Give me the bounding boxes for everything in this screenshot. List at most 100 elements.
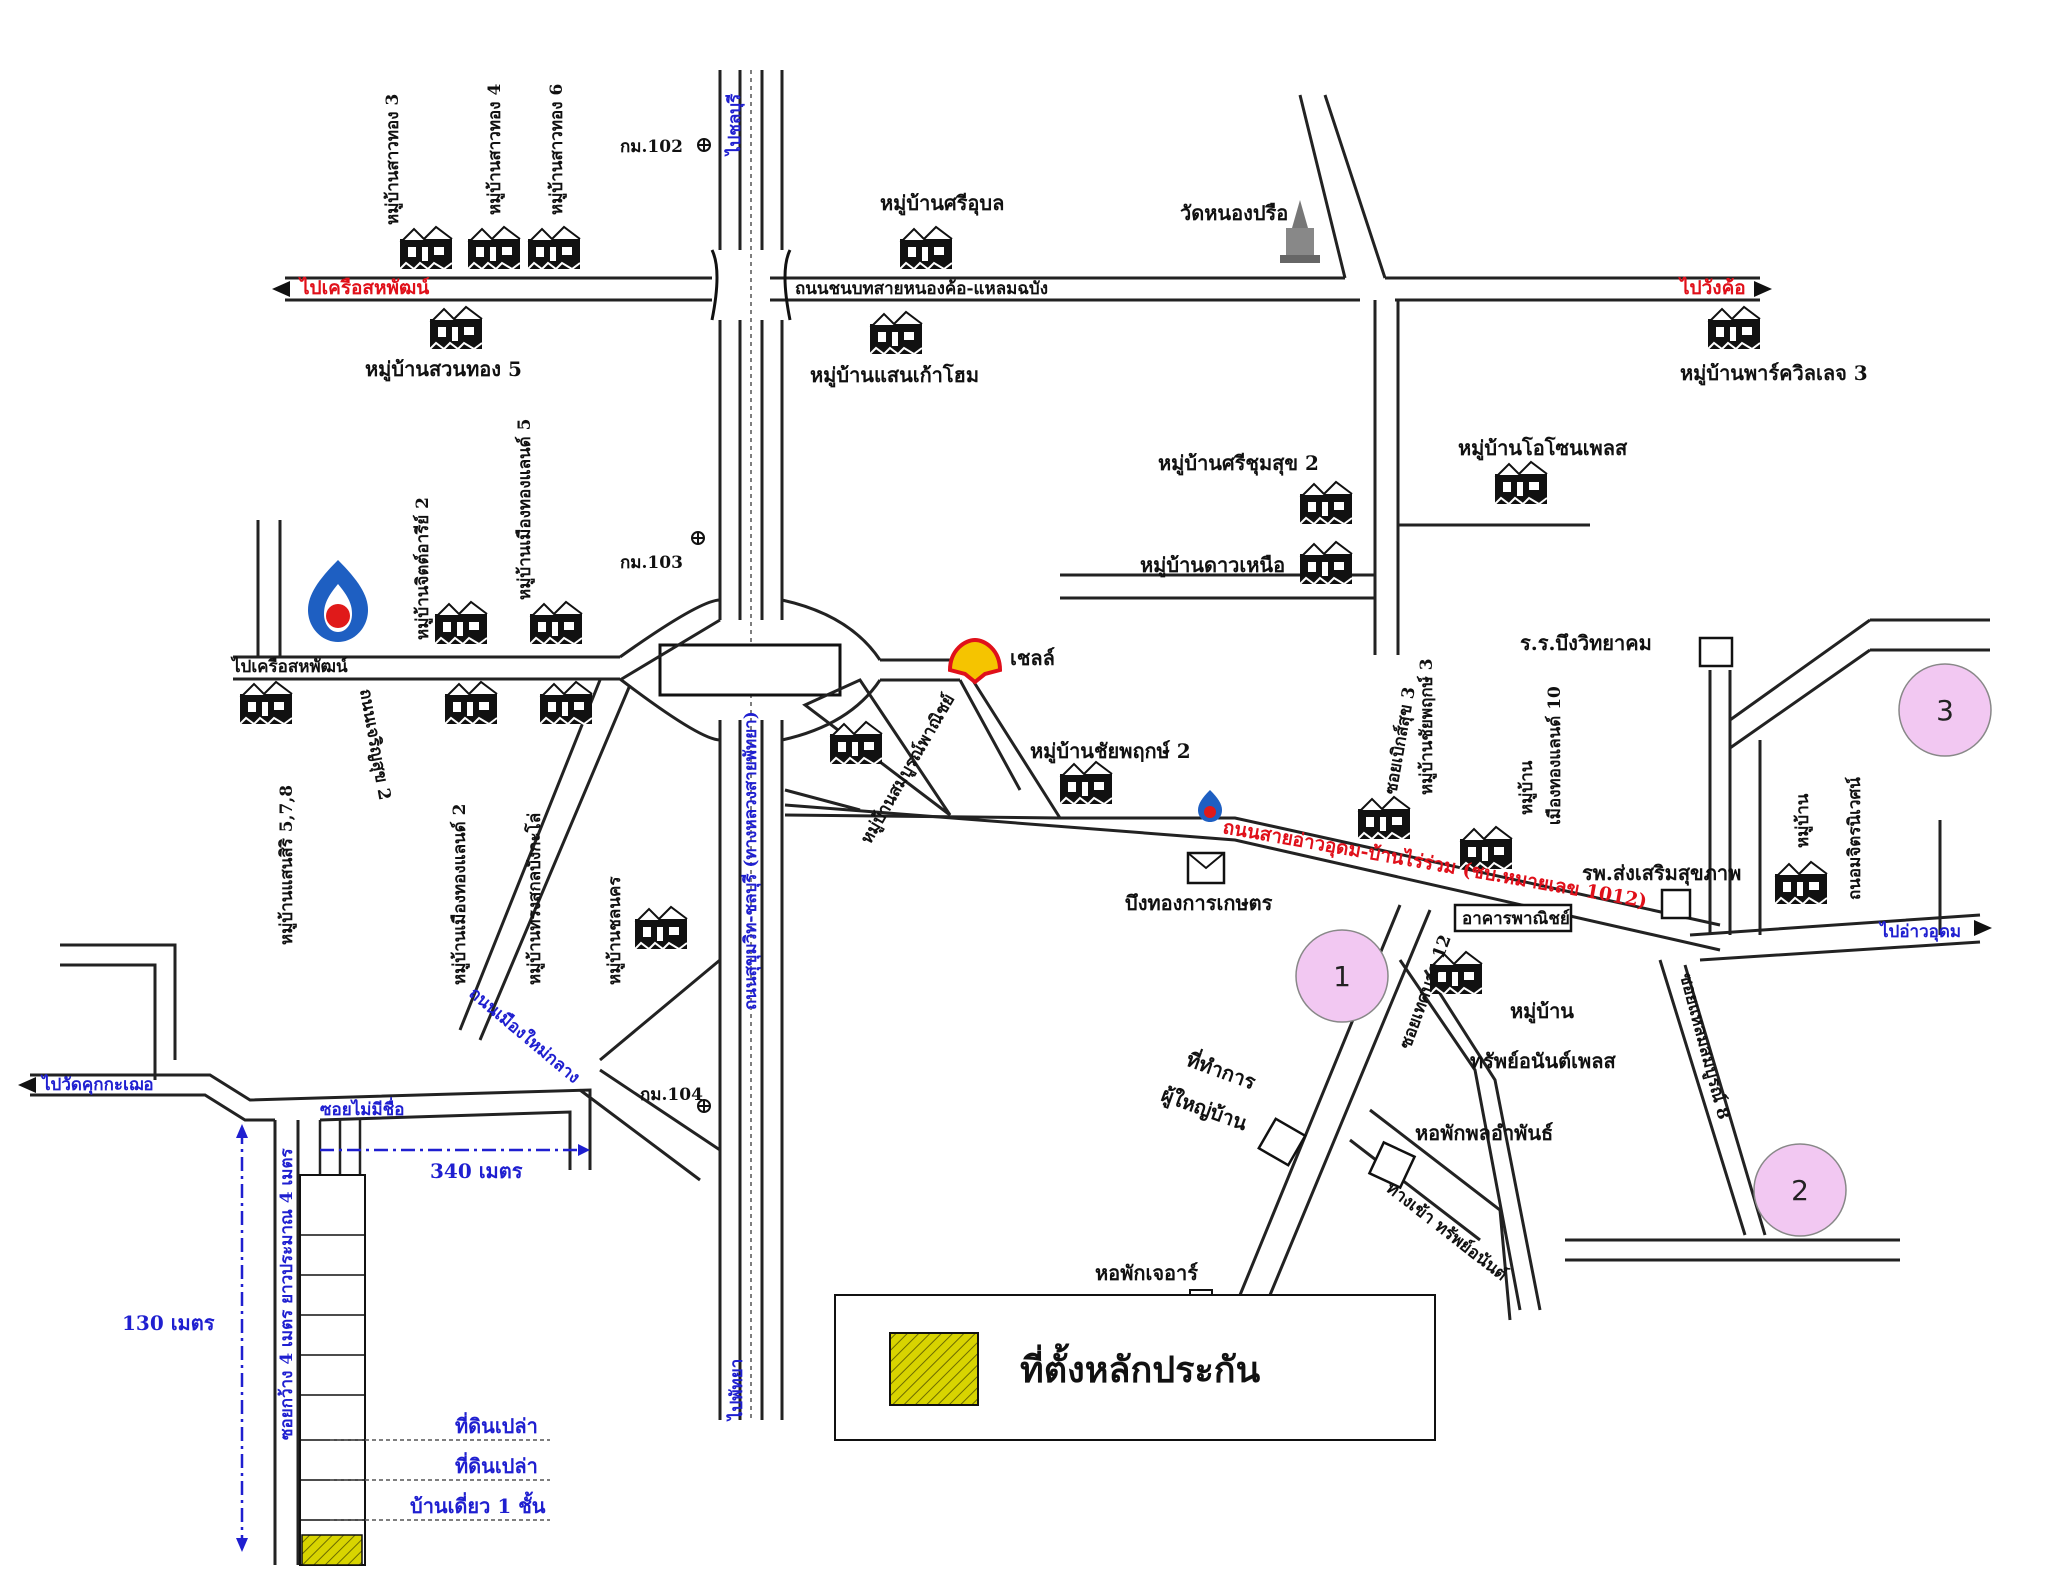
label-distance-130: 130 เมตร [122, 1311, 215, 1335]
clinic-building [1660, 888, 1692, 920]
label-to-samut-top: ไปเครือสหพัฒน์ [298, 276, 429, 299]
circle-label-2: 2 [1791, 1174, 1809, 1207]
label-commercial: อาคารพาณิชย์ [1462, 908, 1570, 929]
house-icon [467, 226, 521, 270]
label-office-b: ผู้ใหญ่บ้าน [1158, 1082, 1251, 1137]
house-icon [529, 601, 583, 645]
bridge-left [710, 249, 719, 321]
label-village-chaiyapruek-3: หมู่บ้านชัยพฤกษ์ 3 [1416, 658, 1438, 795]
km-marker-icon [691, 531, 705, 545]
arrow-left-icon [272, 281, 290, 297]
road-ne-diag [1729, 618, 1871, 750]
ptt-logo-icon [308, 560, 368, 642]
house-icon [1059, 761, 1113, 805]
house-icon [539, 681, 593, 725]
label-vacant-1: ที่ดินเปล่า [455, 1411, 538, 1438]
label-village-songsri: หมู่บ้านทรงสกลบังกะโล่ [524, 813, 546, 985]
label-to-ao-udom: ไปอ่าวอุดม [1878, 921, 1961, 942]
house-icon [239, 681, 293, 725]
house-icon [634, 906, 688, 950]
label-to-samut-mid: ไปเครือสหพัฒน์ [230, 656, 348, 677]
ptt-logo-small-icon [1198, 790, 1222, 822]
label-village-mtl-10-b: เมืองทองแลนด์ 10 [1544, 686, 1565, 825]
km-marker-icon [697, 138, 711, 152]
label-village-jitarom-2: หมู่บ้านจิตต์อารีย์ 2 [412, 497, 434, 640]
location-circle-1 [1295, 929, 1389, 1023]
label-village-sri-ubon: หมู่บ้านศรีอุบล [880, 191, 1004, 217]
house-icon [1357, 796, 1411, 840]
house-icon [899, 226, 953, 270]
label-road-nong-kho: ถนนชนบทสายหนองค้อ-แหลมฉบัง [795, 279, 1048, 299]
label-to-pattaya: ไปพัทยา [726, 1359, 747, 1422]
house-icon [869, 311, 923, 355]
shell-logo-icon [947, 637, 1003, 685]
label-distance-340: 340 เมตร [430, 1159, 523, 1183]
arrow-up-icon [236, 1124, 248, 1138]
km-marker-icon [697, 1099, 711, 1113]
label-clinic: รพ.ส่งเสริมสุขภาพ [1582, 861, 1741, 886]
label-dorm-jr: หอพักเจอาร์ [1095, 1261, 1198, 1285]
road-diag-sw [458, 679, 632, 1041]
label-village-dao-nuea: หมู่บ้านดาวเหนือ [1140, 553, 1285, 579]
house-icon [434, 601, 488, 645]
label-village-sri-chumsuk-2: หมู่บ้านศรีชุมสุข 2 [1158, 451, 1319, 477]
collateral-plot-strip [299, 1174, 366, 1566]
label-village-chonkra: หมู่บ้านชลนคร [605, 876, 626, 985]
arrow-left-icon [18, 1077, 36, 1093]
label-dorm-ampan: หอพักพลอำพันธ์ [1415, 1121, 1553, 1145]
road-shell-diag [958, 659, 1062, 819]
label-soi-row: ทางเข้า ทรัพย์อนันต์ [1382, 1177, 1512, 1285]
label-to-wang-lo: ไปวังค้อ [1678, 276, 1746, 299]
label-school: ร.ร.บึงวิทยาคม [1520, 631, 1652, 655]
label-vacant-2: ที่ดินเปล่า [455, 1451, 538, 1478]
location-circle-2 [1753, 1143, 1847, 1237]
road-km104-diag [579, 1068, 721, 1182]
label-village-tr-nong-b: ถนอมจิตรนิเวศน์ [1844, 777, 1865, 900]
label-soi-no-name: ซอยไม่มีชื่อ [320, 1097, 404, 1120]
house-icon [1299, 481, 1353, 525]
road-ptt-vertical [256, 520, 282, 657]
road-right-vertical [1373, 300, 1400, 655]
label-village-saen-kao-hom: หมู่บ้านแสนเก้าโฮม [810, 363, 979, 389]
house-icon [429, 306, 483, 350]
road-ne-edge [1758, 618, 1990, 935]
label-road-sukhumvit: ถนนสุขุมวิท-ชลบุรี (ทางหลวงสายพัทยา) [740, 711, 761, 1010]
temple-icon [1280, 200, 1320, 263]
plot-leader-lines [330, 1439, 550, 1521]
label-to-wat-khut: ไปวัดคุกกะเฌอ [40, 1074, 154, 1095]
road-to-mid-east [784, 813, 1061, 820]
label-village-sao-thong-6: หมู่บ้านสาวทอง 6 [547, 84, 568, 215]
road-soi-2 [1658, 959, 1767, 1236]
collateral-location-marker [301, 1534, 363, 1566]
house-icon [527, 226, 581, 270]
interchange-bridge [658, 643, 842, 697]
house-icon [1707, 306, 1761, 350]
school-building [1698, 636, 1734, 668]
location-circle-3 [1898, 663, 1992, 757]
label-village-sap-anan-b: ทรัพย์อนันต์เพลส [1470, 1049, 1616, 1073]
label-village-mtl-2: หมู่บ้านเมืองทองแลนด์ 2 [449, 804, 471, 985]
label-soi-width: ซอยกว้าง 4 เมตร ยาวประมาณ 4 เมตร [277, 1147, 297, 1440]
road-sap-anan [1349, 1108, 1512, 1321]
circle-label-3: 3 [1936, 694, 1954, 727]
label-village-mtl-5: หมู่บ้านเมืองทองแลนด์ 5 [514, 419, 536, 600]
label-soi-saemtsuk: ซอยเบิกส์สุข 3 [1380, 685, 1420, 796]
label-village-sao-thong-4: หมู่บ้านสาวทอง 4 [485, 84, 506, 215]
arrow-right-icon [578, 1144, 590, 1156]
house-icon [1494, 461, 1548, 505]
house-icon [1774, 861, 1828, 905]
road-bottom-right [1565, 1238, 1900, 1262]
road-interchange-sw [599, 618, 721, 1062]
label-village-park-villa-3: หมู่บ้านพาร์ควิลเลจ 3 [1680, 361, 1868, 387]
headman-office-building [1257, 1117, 1307, 1167]
label-village-somboonphanit: หมู่บ้านสมบูรณ์พาณิชย์ [856, 690, 960, 848]
dorm-ampan-building [1367, 1140, 1417, 1190]
label-to-chonburi: ไปชลบุรี [724, 93, 745, 157]
road-mid-east-top [880, 658, 1721, 927]
arrow-down-icon [236, 1538, 248, 1552]
label-km-103: กม.103 [620, 553, 683, 573]
road-soi-right [318, 1120, 362, 1175]
interchange-ring [619, 598, 882, 742]
label-shell: เชลล์ [1010, 646, 1055, 670]
